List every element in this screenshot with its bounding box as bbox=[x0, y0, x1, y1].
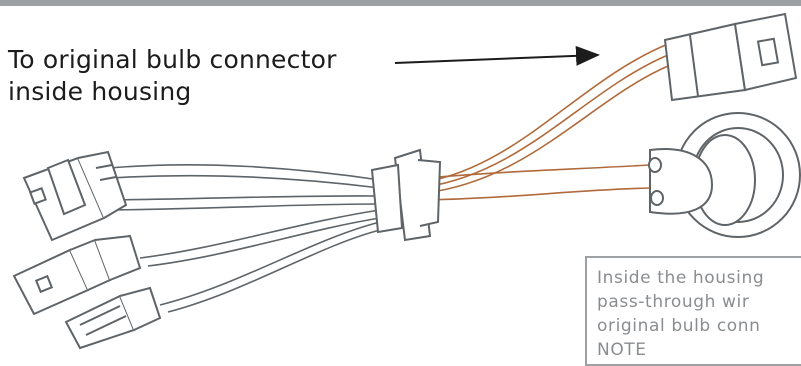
callout-arrow bbox=[394, 45, 600, 66]
copper-wires bbox=[424, 43, 669, 201]
headlight-plug-connector bbox=[22, 150, 128, 242]
pass-through-wires bbox=[91, 163, 381, 313]
note-line-2: pass-through wir bbox=[597, 292, 750, 312]
bulb-connector-callout: To original bulb connector inside housin… bbox=[8, 44, 337, 108]
original-bulb-connector bbox=[663, 12, 798, 102]
wiring-harness-diagram bbox=[12, 12, 801, 350]
inline-grommet bbox=[370, 148, 442, 242]
note-line-1: Inside the housing bbox=[597, 268, 765, 288]
note-line-3: original bulb conn bbox=[597, 316, 761, 336]
note-line-4: NOTE bbox=[597, 340, 647, 360]
top-divider bbox=[0, 0, 801, 6]
callout-line-1: To original bulb connector bbox=[8, 45, 337, 74]
terminal-connector bbox=[64, 286, 162, 350]
housing-grommet bbox=[648, 112, 801, 238]
callout-line-2: inside housing bbox=[8, 77, 192, 106]
drl-plug-connector bbox=[12, 234, 142, 316]
